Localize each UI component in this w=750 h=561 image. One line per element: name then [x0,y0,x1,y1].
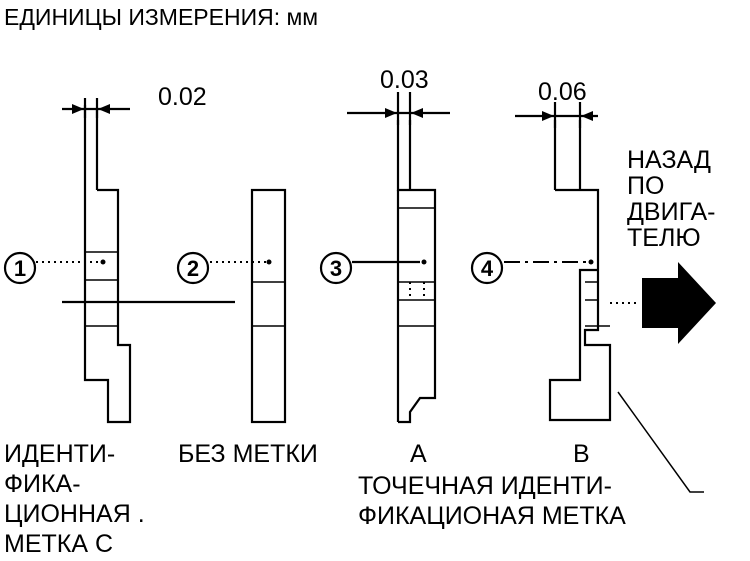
label-mark-c-line-3: ЦИОННАЯ . [4,500,145,528]
direction-line-3: ДВИГА- [627,198,715,226]
dim-value-0-06: 0.06 [538,78,587,106]
label-b: В [573,440,590,468]
part-3-mark-a: 0.03 3 [319,66,450,424]
part-2-no-mark: 2 [176,188,287,424]
direction-line-4: ТЕЛЮ [627,224,701,252]
part-1-outline [62,105,235,424]
callout-2-number: 2 [187,256,199,281]
dim-value-0-02: 0.02 [158,83,207,111]
part-3-outline [396,120,437,424]
part-4-outline [548,120,612,422]
callout-2-circle [176,251,210,285]
callout-3-number: 3 [330,256,342,281]
direction-line-1: НАЗАД [627,146,711,174]
label-dot-mark-line-1: ТОЧЕЧНАЯ ИДЕНТИ- [358,472,612,500]
label-dot-mark-line-2: ФИКАЦИОНАЯ МЕТКА [358,502,626,530]
direction-text: НАЗАД ПО ДВИГА- ТЕЛЮ [627,146,715,252]
units-label: ЕДИНИЦЫ ИЗМЕРЕНИЯ: мм [4,4,318,30]
dim-value-0-03: 0.03 [380,66,429,94]
callout-4-number: 4 [481,256,494,281]
callout-4-circle [470,251,504,285]
part-2-outline [250,188,287,424]
direction-line-2: ПО [627,172,664,200]
label-dot-mark: ТОЧЕЧНАЯ ИДЕНТИ- ФИКАЦИОНАЯ МЕТКА [358,472,626,530]
dot-mark-leader [617,391,704,493]
arrow-right-icon [642,262,716,344]
label-mark-c-line-4: МЕТКА С [4,530,113,558]
part-1-mark-c: 0.02 1 [3,83,235,424]
label-mark-c-line-1: ИДЕНТИ- [4,440,115,468]
label-a: А [410,440,427,468]
label-no-mark: БЕЗ МЕТКИ [178,440,318,468]
callout-1-number: 1 [14,256,26,281]
dimension-0-03 [347,92,450,125]
part-4-mark-b: 0.06 4 [470,78,612,422]
label-mark-c: ИДЕНТИ- ФИКА- ЦИОННАЯ . МЕТКА С [4,440,145,558]
callout-3-circle [319,251,353,285]
callout-1-circle [3,251,37,285]
label-mark-c-line-2: ФИКА- [4,470,81,498]
